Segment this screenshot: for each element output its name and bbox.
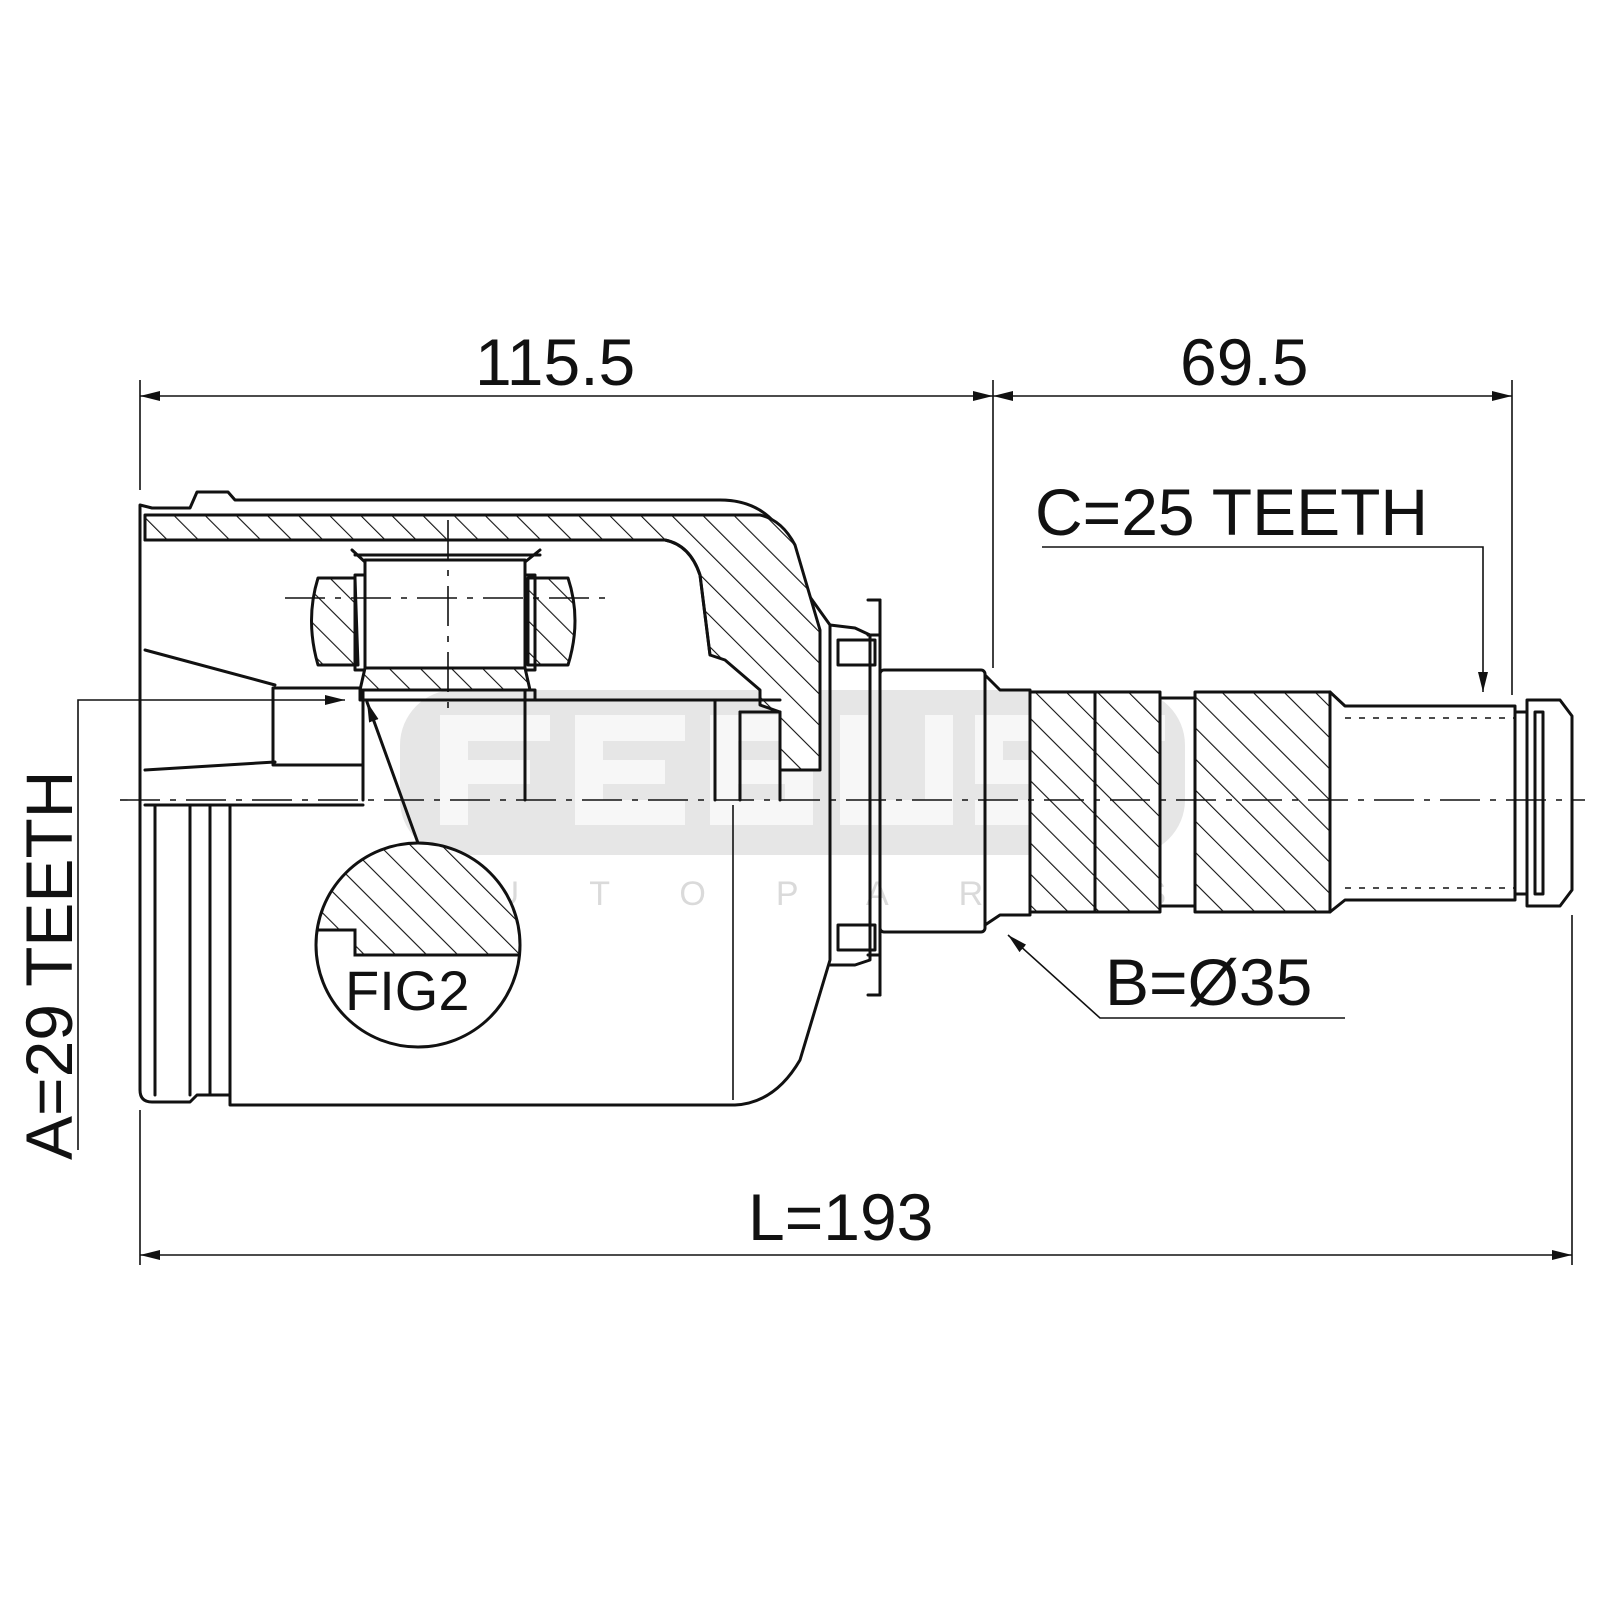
- dimension-lines: 115.5 69.5 L=193: [139, 325, 1573, 1265]
- callout-shaft-diameter: B=Ø35: [1105, 945, 1312, 1019]
- fig2-label: FIG2: [345, 959, 469, 1022]
- callout-shaft-spline: C=25 TEETH: [1035, 475, 1428, 549]
- housing: [138, 490, 832, 1107]
- dim-shaft-length: 69.5: [1180, 325, 1308, 399]
- dim-housing-length: 115.5: [475, 325, 635, 399]
- tripod-roller: [285, 520, 610, 710]
- callout-outer-spline: A=29 TEETH: [12, 771, 86, 1160]
- shaft: [120, 668, 1585, 934]
- dim-total-length: L=193: [748, 1180, 933, 1254]
- watermark: AUTOPARTS: [400, 690, 1185, 913]
- fig2-detail: FIG2: [314, 700, 522, 1049]
- callouts: C=25 TEETH B=Ø35 A=29 TEETH: [12, 475, 1488, 1160]
